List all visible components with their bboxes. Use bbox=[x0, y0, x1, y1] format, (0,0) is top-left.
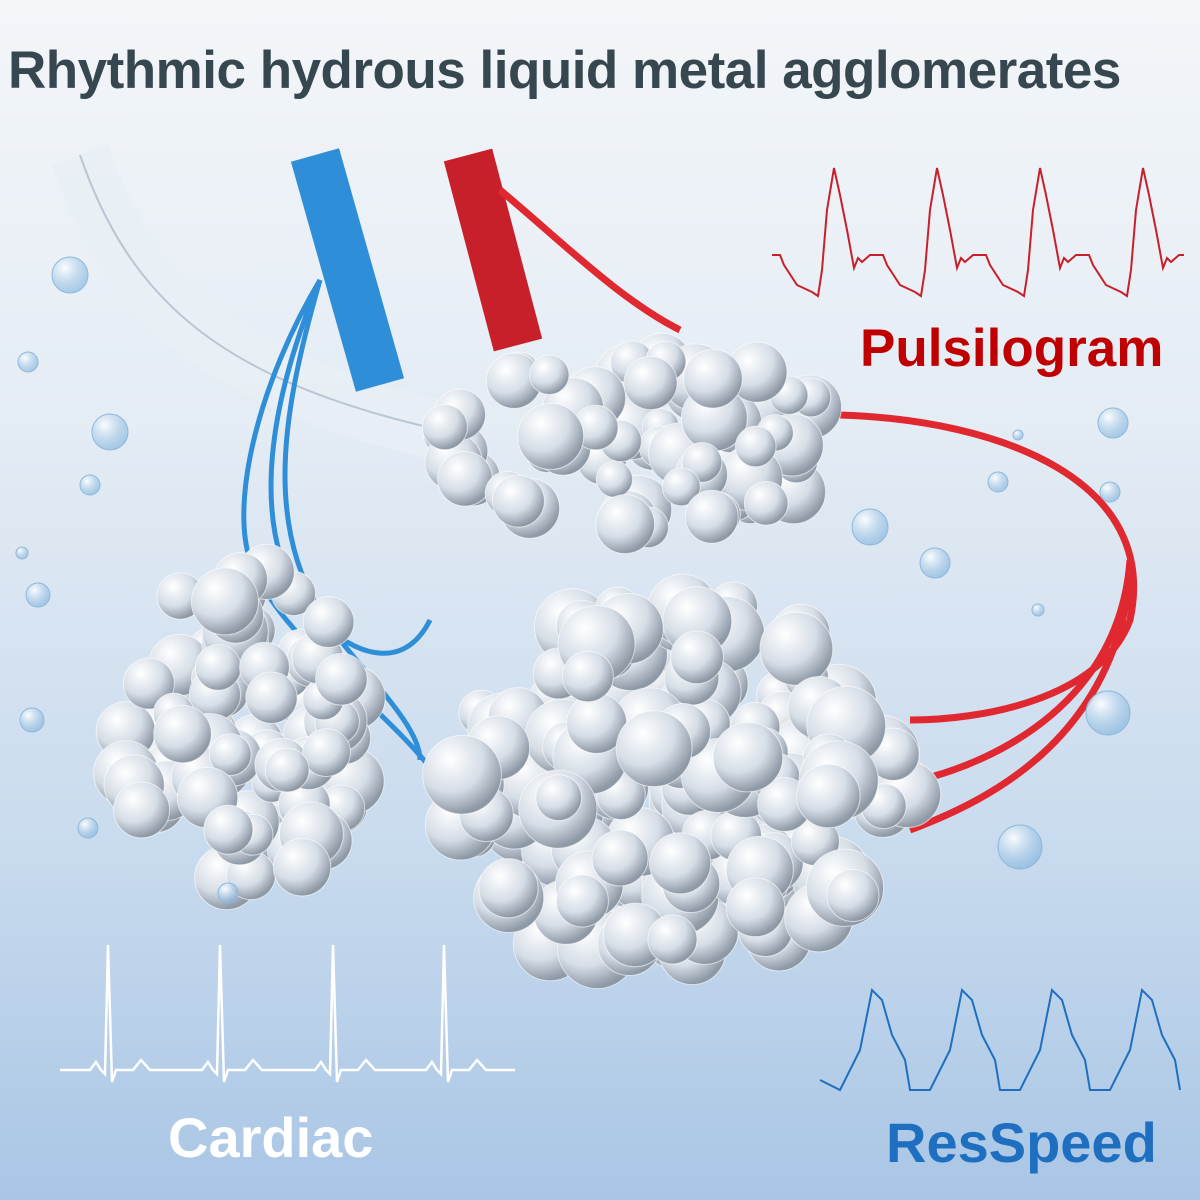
left-agglomerate-sphere bbox=[153, 704, 212, 764]
bubble bbox=[1012, 429, 1024, 441]
bubble bbox=[15, 546, 29, 560]
upper-agglomerate-sphere bbox=[595, 460, 634, 498]
bubble bbox=[1097, 407, 1129, 439]
bubble bbox=[997, 824, 1043, 870]
left-agglomerate-sphere bbox=[190, 567, 260, 636]
left-agglomerate-sphere bbox=[208, 733, 252, 777]
main-agglomerate-sphere bbox=[649, 832, 712, 895]
airway-tube-edge bbox=[79, 154, 441, 431]
resspeed-label: ResSpeed bbox=[886, 1111, 1157, 1174]
liquid-metal-agglomerates bbox=[93, 332, 942, 990]
bubble bbox=[1085, 690, 1131, 736]
left-agglomerate-sphere bbox=[194, 644, 242, 691]
cardiac-waveform bbox=[60, 944, 515, 1083]
main-agglomerate-sphere bbox=[725, 877, 786, 938]
left-agglomerate-sphere bbox=[113, 781, 171, 839]
pulsilogram-waveform bbox=[772, 167, 1184, 298]
bubble bbox=[25, 582, 51, 608]
main-agglomerate-sphere bbox=[647, 914, 698, 965]
bubble bbox=[851, 508, 889, 546]
left-agglomerate-sphere bbox=[315, 653, 368, 706]
bubble bbox=[91, 413, 129, 451]
upper-agglomerate-sphere bbox=[623, 355, 678, 411]
bubble bbox=[217, 882, 239, 904]
page-title: Rhythmic hydrous liquid metal agglomerat… bbox=[8, 41, 1121, 100]
main-agglomerate-sphere bbox=[422, 734, 502, 815]
left-agglomerate-sphere bbox=[245, 671, 298, 724]
bubble bbox=[1031, 603, 1045, 617]
main-agglomerate-sphere bbox=[670, 630, 724, 685]
left-agglomerate-sphere bbox=[302, 728, 351, 777]
bubble bbox=[1099, 481, 1121, 503]
bubble bbox=[987, 471, 1009, 493]
upper-agglomerate-sphere bbox=[517, 402, 585, 470]
main-agglomerate-sphere bbox=[615, 710, 693, 788]
left-agglomerate-sphere bbox=[203, 804, 254, 855]
upper-agglomerate-sphere bbox=[595, 494, 656, 555]
bubble bbox=[77, 817, 99, 839]
main-agglomerate-sphere bbox=[555, 874, 609, 928]
main-agglomerate-sphere bbox=[759, 611, 834, 686]
bubble bbox=[919, 547, 951, 579]
bubble bbox=[51, 256, 89, 294]
vein-tube bbox=[290, 148, 405, 392]
main-agglomerate-sphere bbox=[591, 829, 649, 887]
main-agglomerate-sphere bbox=[796, 763, 861, 829]
resspeed-waveform bbox=[819, 987, 1181, 1092]
main-agglomerate-sphere bbox=[826, 868, 880, 923]
upper-agglomerate-sphere bbox=[437, 451, 493, 507]
left-agglomerate-sphere bbox=[302, 596, 355, 648]
upper-agglomerate-sphere bbox=[743, 481, 789, 526]
upper-agglomerate-sphere bbox=[421, 404, 468, 451]
airway-tube bbox=[51, 145, 447, 460]
upper-agglomerate-sphere bbox=[661, 467, 701, 507]
upper-agglomerate-sphere bbox=[684, 489, 739, 544]
pulsilogram-label: Pulsilogram bbox=[860, 319, 1164, 378]
main-agglomerate-sphere bbox=[478, 858, 539, 919]
artery-tube bbox=[443, 148, 543, 352]
upper-agglomerate-sphere bbox=[529, 354, 570, 396]
bubble bbox=[17, 351, 39, 373]
bubble bbox=[79, 474, 101, 496]
upper-agglomerate-sphere bbox=[491, 474, 545, 528]
bubble bbox=[19, 707, 45, 733]
upper-agglomerate-sphere bbox=[683, 348, 743, 409]
main-agglomerate-sphere bbox=[535, 774, 583, 822]
left-agglomerate-sphere bbox=[122, 657, 175, 710]
left-agglomerate-sphere bbox=[272, 838, 332, 897]
cardiac-label: Cardiac bbox=[168, 1106, 374, 1169]
artery-branches bbox=[497, 187, 1138, 834]
left-agglomerate-sphere bbox=[264, 747, 310, 793]
water-bubbles bbox=[15, 256, 1131, 904]
main-agglomerate-sphere bbox=[712, 721, 784, 793]
main-agglomerate-sphere bbox=[562, 650, 614, 703]
upper-agglomerate-sphere bbox=[734, 425, 777, 468]
